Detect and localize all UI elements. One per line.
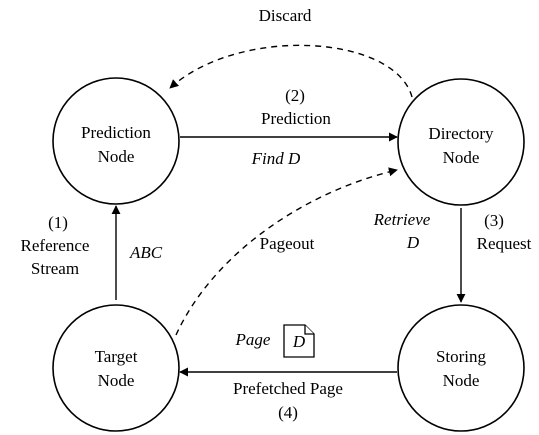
- edge-pageout: Pageout: [175, 167, 398, 336]
- prediction-step-label: (2): [285, 86, 305, 105]
- reference-label: Reference: [21, 236, 90, 255]
- directory-node: Directory Node: [397, 78, 525, 206]
- edge-request: (3) Request Retrieve D: [373, 208, 532, 303]
- prefetched-step-label: (4): [278, 403, 298, 422]
- target-node-label-1: Target: [95, 347, 138, 366]
- abc-label: ABC: [129, 243, 163, 262]
- discard-arrow: [169, 44, 413, 98]
- page-document-icon: D: [283, 324, 315, 358]
- directory-node-label-2: Node: [443, 148, 480, 167]
- page-icon-letter: D: [292, 332, 306, 351]
- prediction-label: Prediction: [261, 109, 331, 128]
- stream-label: Stream: [31, 259, 79, 278]
- edge-reference-stream: (1) Reference Stream ABC: [21, 205, 163, 300]
- request-label: Request: [477, 234, 532, 253]
- pageout-arrow: [175, 167, 398, 336]
- storing-node-label-1: Storing: [436, 347, 487, 366]
- retrieve-label: Retrieve: [373, 210, 431, 229]
- pageout-label: Pageout: [260, 234, 315, 253]
- storing-node: Storing Node: [397, 304, 525, 432]
- edge-prefetched-page: Page D Prefetched Page (4): [179, 324, 397, 422]
- page-label: Page: [235, 330, 271, 349]
- directory-node-label-1: Directory: [428, 124, 494, 143]
- prefetched-page-label: Prefetched Page: [233, 379, 343, 398]
- prediction-node-label-2: Node: [98, 147, 135, 166]
- find-d-label: Find D: [251, 149, 301, 168]
- edge-discard: Discard: [169, 6, 413, 98]
- prediction-node-label-1: Prediction: [81, 123, 151, 142]
- edge-prediction: (2) Prediction Find D: [180, 86, 398, 168]
- storing-node-label-2: Node: [443, 371, 480, 390]
- reference-step-label: (1): [48, 213, 68, 232]
- retrieve-d-label: D: [406, 233, 420, 252]
- prediction-node: Prediction Node: [52, 77, 180, 205]
- target-node-label-2: Node: [98, 371, 135, 390]
- target-node: Target Node: [52, 304, 180, 432]
- request-step-label: (3): [484, 211, 504, 230]
- discard-label: Discard: [259, 6, 312, 25]
